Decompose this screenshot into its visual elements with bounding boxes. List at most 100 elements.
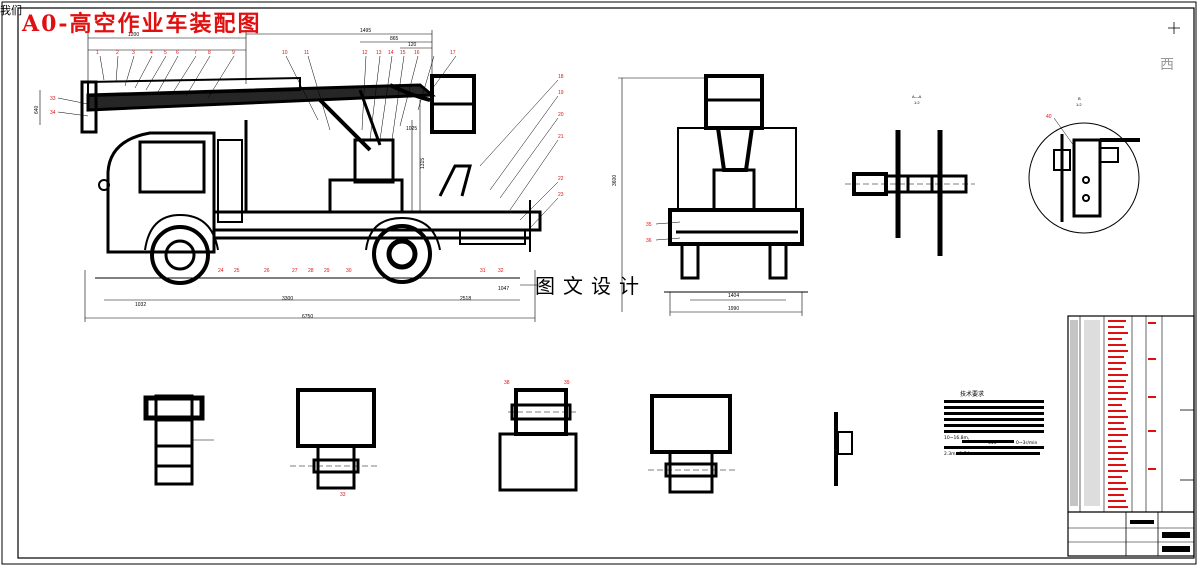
shaft-section-detail — [845, 130, 975, 256]
parts-list-table — [1067, 315, 1195, 557]
boom-lift-cylinder — [318, 98, 372, 152]
dim-top-865: 865 — [390, 36, 399, 42]
section-mark-b: B 1:2 — [1076, 96, 1082, 107]
main-view-dimensions — [39, 30, 540, 322]
part-box-bottom — [668, 450, 714, 494]
front-boom-mechanism — [716, 127, 754, 172]
part-label-1: 1 — [96, 50, 99, 56]
leader-40 — [1053, 117, 1075, 147]
bottom-detail-2 — [290, 388, 380, 490]
turntable-base — [328, 178, 404, 214]
front-leader-lines — [655, 221, 681, 241]
part-label-33: 33 — [50, 96, 56, 102]
part-label-11: 11 — [304, 50, 309, 56]
front-view-dimension-texts: 1404 1990 3600 — [612, 175, 739, 312]
front-wheel — [150, 225, 210, 285]
part-label-3: 3 — [132, 50, 135, 56]
part-label-7: 7 — [194, 50, 197, 56]
part-label-6: 6 — [176, 50, 179, 56]
title-block-fills — [1130, 520, 1190, 552]
shaft-hub — [906, 174, 934, 194]
tech-line-range: 10~16.8m, — [944, 436, 970, 441]
parts-list-left-marks — [1070, 320, 1100, 506]
upper-boom — [87, 76, 301, 98]
part-label-4: 4 — [150, 50, 153, 56]
dim-top-120: 120 — [408, 42, 417, 48]
dim-front-1990: 1990 — [728, 306, 739, 312]
part-label-19: 19 — [558, 90, 564, 96]
bottom-detail-1 — [143, 394, 214, 486]
thin-plate-boss — [837, 431, 853, 455]
front-chassis — [668, 208, 804, 246]
ladder-top-cap — [143, 395, 205, 421]
main-view-dimension-texts: 1200 1495 865 120 640 1315 1025 1032 330… — [34, 28, 509, 320]
front-left-tire — [680, 242, 700, 280]
part-labels-top: 1 2 3 4 5 6 7 8 9 10 11 12 13 14 15 16 1… — [96, 50, 456, 56]
part-leader-lines — [57, 55, 559, 229]
boom-head — [80, 80, 98, 134]
circle-detail-view — [1028, 122, 1140, 234]
turntable-column — [353, 138, 395, 184]
dim-front-height: 3600 — [612, 175, 618, 186]
detail-bolt-1 — [1082, 176, 1090, 184]
dim-bottom-3300: 3300 — [282, 296, 293, 302]
rear-tray — [438, 164, 472, 197]
part-label-27: 27 — [292, 268, 298, 274]
part-label-18: 18 — [558, 74, 564, 80]
svg-text:1:2: 1:2 — [1076, 102, 1082, 107]
part-label-26: 26 — [264, 268, 270, 274]
part-label-39: 39 — [564, 380, 570, 386]
parts-list-rows — [1108, 320, 1156, 508]
box-section-top — [296, 388, 376, 448]
rear-wheel — [372, 224, 432, 284]
part-label-13: 13 — [376, 50, 382, 56]
drawing-title: A0-高空作业车装配图 — [22, 11, 262, 37]
truck-side-view — [80, 74, 542, 285]
part-box-top — [650, 394, 732, 454]
bottom-detail-5 — [834, 412, 853, 486]
dim-bottom-1047: 1047 — [498, 286, 509, 292]
tech-requirements-redacted — [944, 400, 1044, 455]
front-wheel-hub — [164, 239, 196, 271]
dim-top-1495: 1495 — [360, 28, 371, 34]
part-label-24: 24 — [218, 268, 224, 274]
truck-front-view — [664, 74, 808, 293]
tech-line-speed: 0~3r/min — [1016, 441, 1038, 446]
dim-overall-6750: 6750 — [302, 314, 313, 320]
outrigger-box — [459, 229, 526, 245]
part-label-35: 35 — [646, 222, 652, 228]
part-label-22: 22 — [558, 176, 564, 182]
detail-bolt-2 — [1082, 194, 1090, 202]
ladder-frame — [154, 394, 194, 486]
dim-front-1404: 1404 — [728, 293, 739, 299]
box-section-bottom — [316, 444, 356, 490]
detail-circle — [1028, 122, 1140, 234]
rear-wheel-hub — [386, 238, 418, 270]
part-label-21: 21 — [558, 134, 564, 140]
corner-tab: 我们 — [0, 5, 22, 17]
part-box-slot — [664, 462, 718, 478]
main-boom — [86, 83, 436, 112]
bottom-detail-3 — [498, 388, 578, 492]
bottom-detail-4 — [648, 394, 738, 494]
dim-left-640: 640 — [34, 105, 40, 114]
dim-bottom-1032: 1032 — [135, 302, 146, 308]
part-label-16: 16 — [414, 50, 420, 56]
part-label-32: 32 — [498, 268, 504, 274]
tech-line-540: 540 — [988, 441, 997, 446]
part-label-36: 36 — [646, 238, 652, 244]
watermark: 图文设计 — [535, 274, 647, 298]
section-mark-a: A—A 1:2 — [912, 94, 922, 105]
part-labels-left: 33 34 — [50, 96, 56, 116]
part-label-5: 5 — [164, 50, 167, 56]
front-fender — [144, 213, 219, 251]
front-view-part-labels: 35 36 — [646, 222, 652, 244]
rear-fender — [365, 216, 441, 251]
dim-bottom-2518: 2518 — [460, 296, 471, 302]
front-platform — [704, 74, 764, 130]
part-label-9: 9 — [232, 50, 235, 56]
frame-corner-marks — [1168, 22, 1194, 481]
side-mark: 西 — [1160, 57, 1174, 73]
